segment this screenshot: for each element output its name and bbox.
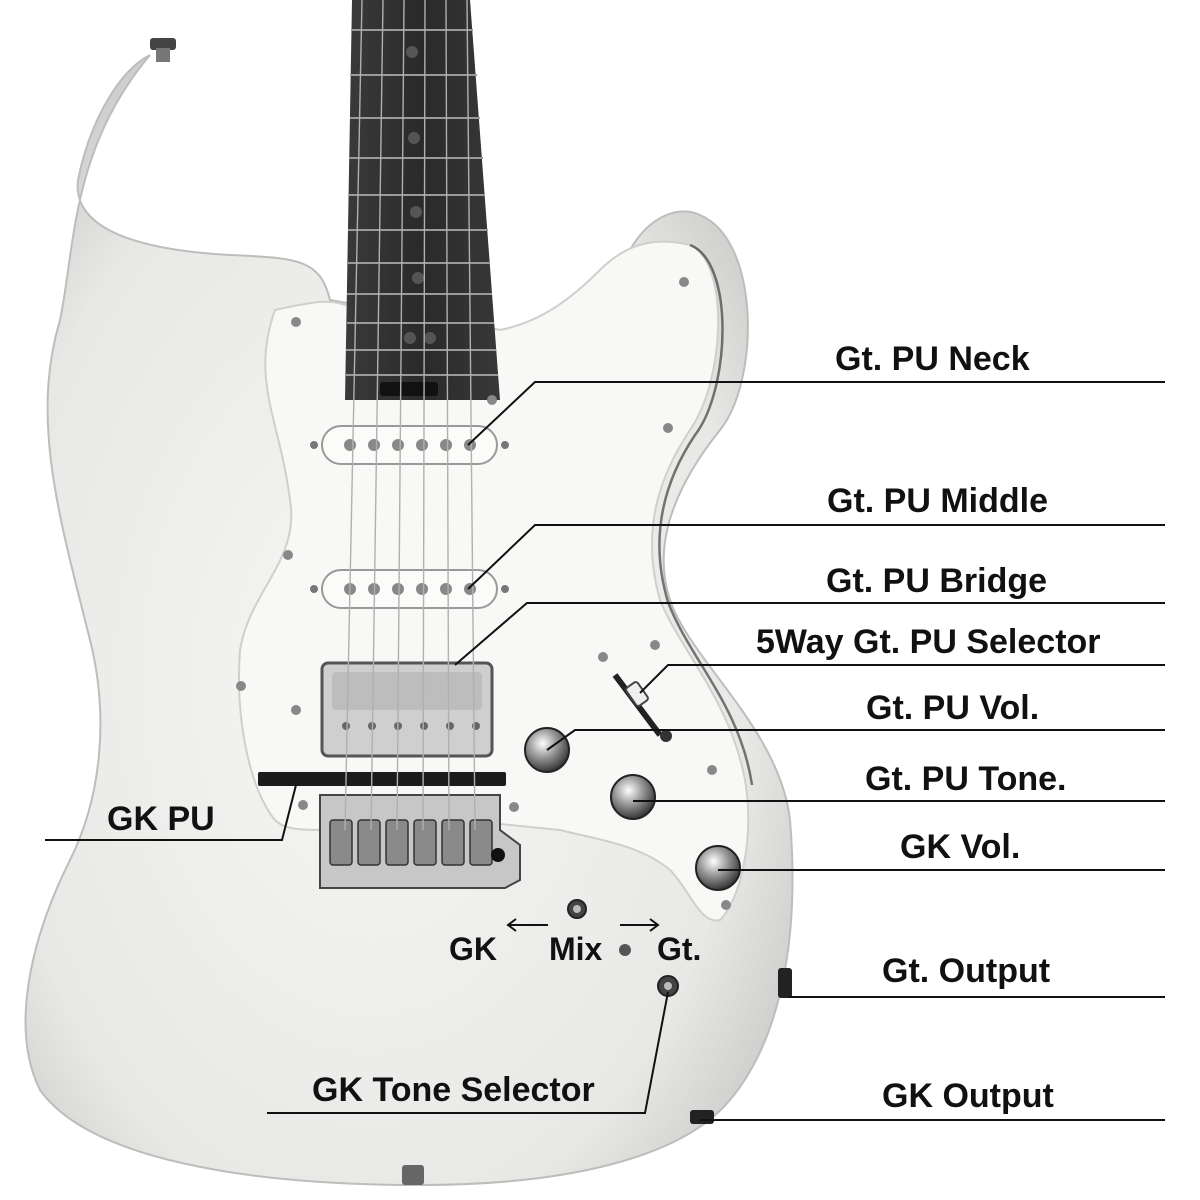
pu-selector-switch[interactable] [612, 673, 672, 742]
middle-pickup [310, 569, 509, 609]
label-pu-neck: Gt. PU Neck [835, 340, 1030, 378]
gt-output-jack [778, 968, 792, 998]
mix-label-gt: Gt. [657, 931, 702, 967]
strap-button [150, 38, 424, 1185]
neck-pickup [310, 425, 509, 465]
pickguard-screws [236, 277, 731, 910]
label-gk-pu: GK PU [107, 800, 215, 838]
label-pu-vol: Gt. PU Vol. [866, 689, 1040, 727]
mix-arrows [506, 918, 660, 932]
label-gk-output: GK Output [882, 1077, 1054, 1115]
mix-switch[interactable] [567, 899, 587, 919]
label-pu-middle: Gt. PU Middle [827, 482, 1048, 520]
tremolo-bridge [319, 794, 521, 889]
gk-volume-knob[interactable] [695, 845, 741, 891]
gk-output-jack [690, 1110, 714, 1124]
fretboard [345, 0, 500, 400]
label-gk-tone-selector: GK Tone Selector [312, 1071, 595, 1109]
label-pu-bridge: Gt. PU Bridge [826, 562, 1048, 600]
label-gt-output: Gt. Output [882, 952, 1051, 990]
label-gk-vol: GK Vol. [900, 828, 1021, 866]
pu-tone-knob[interactable] [610, 774, 656, 820]
mix-label-gk: GK [449, 931, 497, 967]
mix-label-mix: Mix [549, 931, 603, 967]
gk-pickup [258, 772, 506, 786]
mix-switch-screw [619, 944, 631, 956]
strings [344, 0, 476, 831]
label-pu-tone: Gt. PU Tone. [865, 760, 1067, 798]
label-pu-selector: 5Way Gt. PU Selector [756, 623, 1101, 661]
leader-lines [45, 381, 1165, 1121]
